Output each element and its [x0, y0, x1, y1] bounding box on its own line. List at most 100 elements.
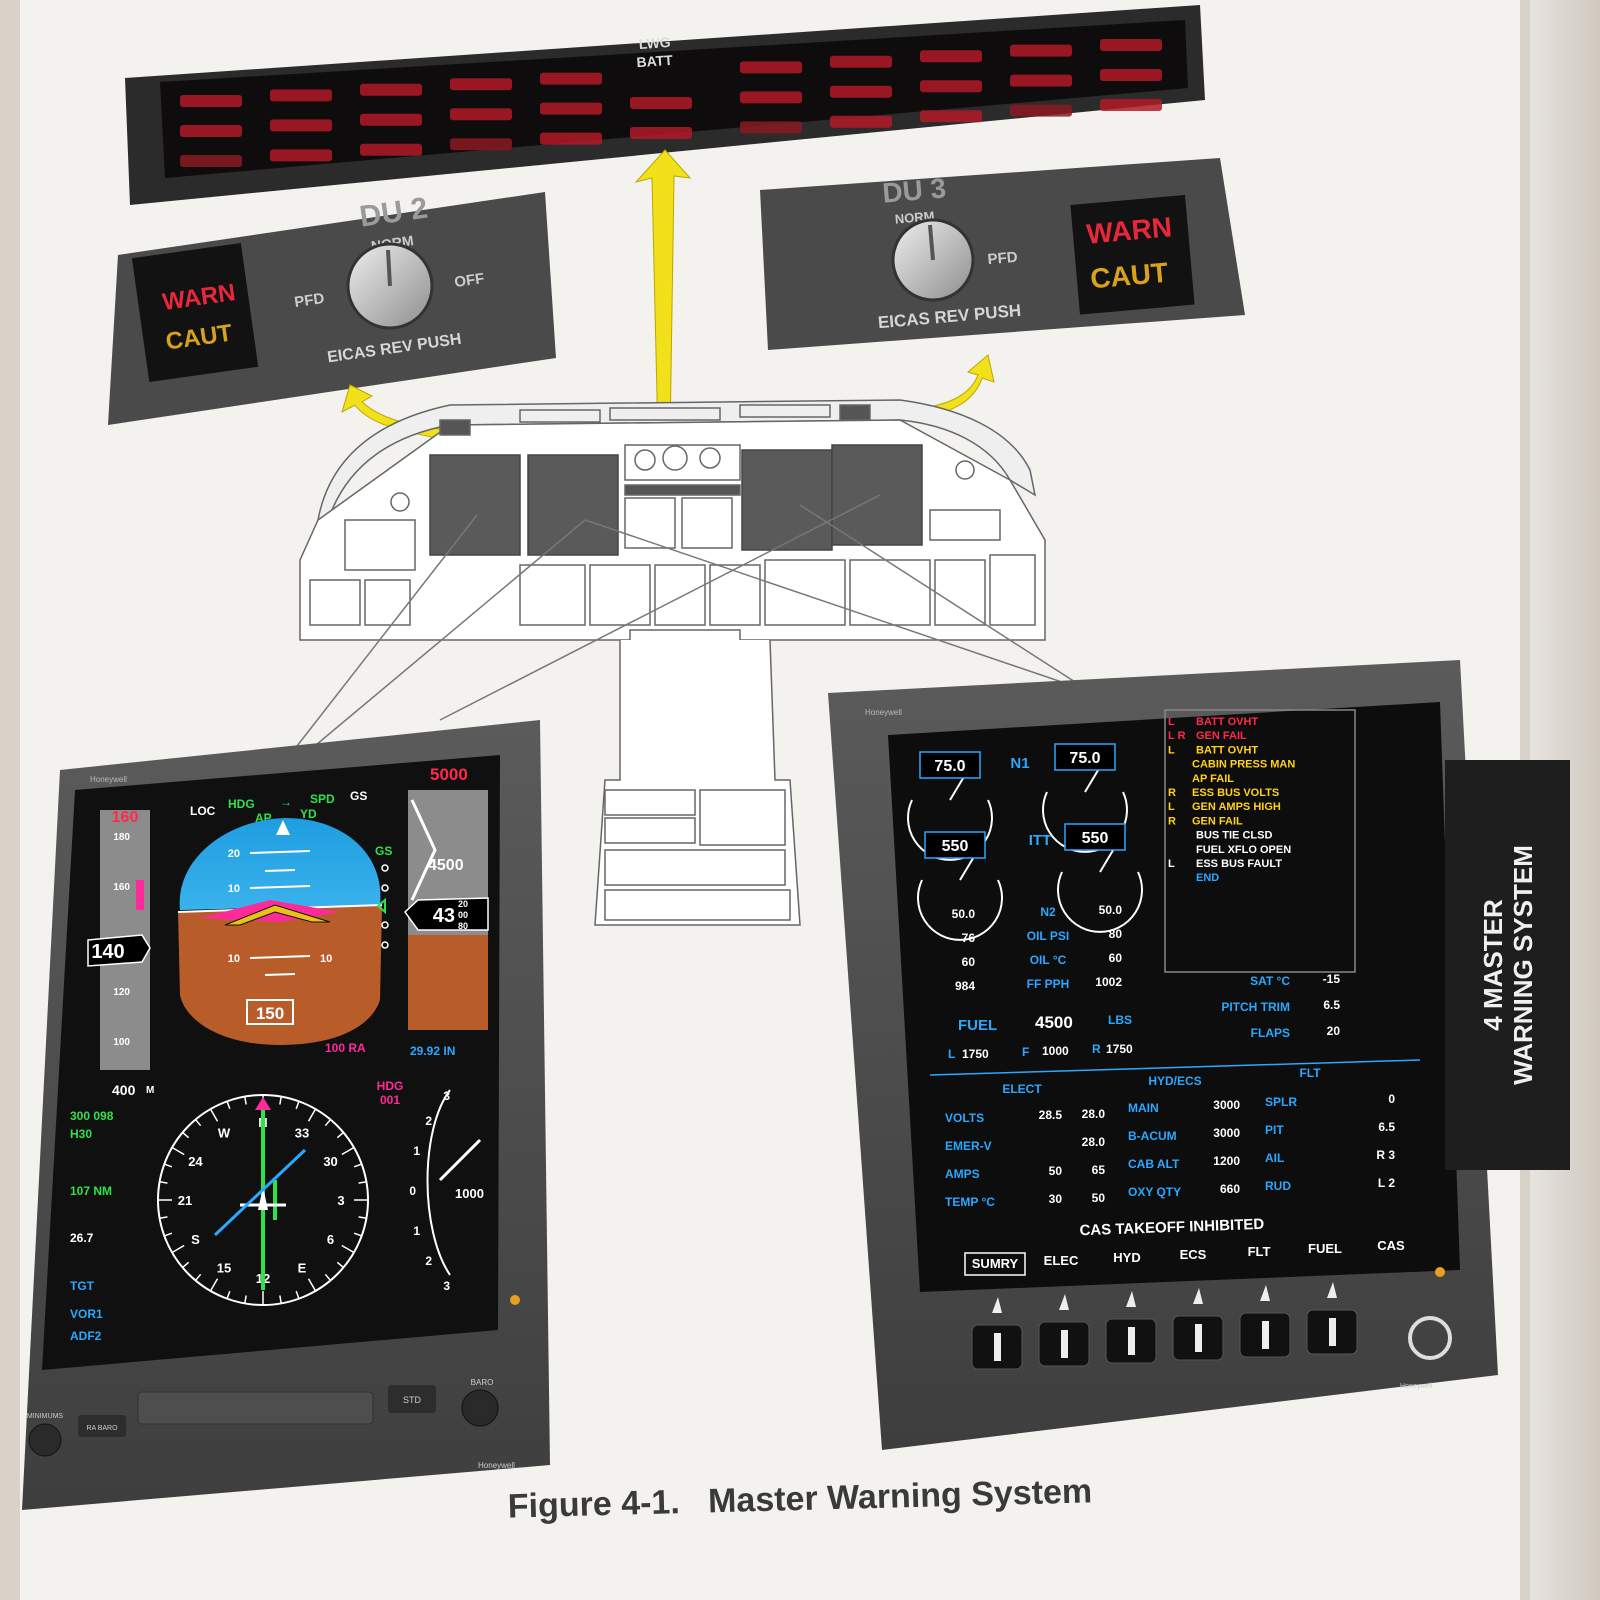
nav-data-item: ADF2: [70, 1329, 102, 1343]
hsi-tick: [182, 1261, 190, 1269]
chapter-title-line2: WARNING SYSTEM: [1507, 845, 1538, 1085]
flt-value: 0: [1388, 1092, 1395, 1106]
cas-message-text: CABIN PRESS MAN: [1192, 759, 1295, 771]
bezel-softkey-arrow: [1327, 1282, 1337, 1298]
hsi-heading-label: 33: [295, 1125, 309, 1140]
bezel-softkey-indicator: [1262, 1321, 1269, 1349]
eicas-tab-hyd[interactable]: HYD: [1113, 1250, 1140, 1265]
engine-row-right: 80: [1109, 927, 1123, 941]
hsi-tick: [336, 1261, 344, 1269]
mode-hdg: HDG: [228, 797, 255, 811]
std-button[interactable]: [388, 1385, 436, 1413]
flaps-value: 20: [1327, 1024, 1341, 1038]
airspeed-tick: 160: [113, 882, 130, 893]
itt-label: ITT: [1029, 832, 1052, 849]
eicas-brand: Honeywell: [865, 708, 902, 717]
cas-message-text: ESS BUS FAULT: [1196, 858, 1282, 870]
n1-label: N1: [1010, 755, 1029, 772]
nav-data-item: VOR1: [70, 1307, 103, 1321]
annunciator-light: [270, 89, 332, 102]
bezel-softkey-arrow: [1193, 1288, 1203, 1304]
cas-message-side: L: [1168, 858, 1175, 870]
arrow-up-icon: [634, 149, 692, 441]
engine-gauge-value: 75.0: [934, 758, 965, 775]
vs-selected: 1000: [455, 1186, 484, 1201]
eicas-tab-elec[interactable]: ELEC: [1044, 1253, 1079, 1268]
chapter-tab: [1445, 760, 1570, 1170]
hsi-heading-label: E: [298, 1261, 307, 1276]
annunciator-light: [740, 61, 802, 74]
attitude-indicator: 20 10 10 10 150 GS: [177, 818, 392, 1045]
fuel-f-label: F: [1022, 1045, 1029, 1059]
annunciator-light: [830, 115, 892, 128]
altitude-readout-box: [404, 897, 489, 931]
annunciator-light: [1100, 69, 1162, 81]
eicas-bezel-brand: Honeywell: [1400, 1383, 1433, 1390]
fuel-label: FUEL: [958, 1017, 997, 1034]
mode-spd: SPD: [310, 792, 335, 806]
annunciator-light: [920, 50, 982, 63]
fuel-unit: LBS: [1108, 1013, 1132, 1027]
sat-value: -15: [1323, 972, 1341, 986]
vs-scale-label: 2: [425, 1254, 432, 1268]
hyd-value: 1200: [1213, 1154, 1240, 1168]
chapter-tab-label: 4 MASTER WARNING SYSTEM: [1478, 845, 1538, 1085]
cas-message-text: GEN FAIL: [1196, 730, 1247, 742]
eicas-page-tabs: SUMRY ELEC HYD ECS FLT FUEL CAS: [964, 1238, 1405, 1276]
flt-value: L 2: [1378, 1176, 1395, 1190]
annunciator-light: [1100, 39, 1162, 51]
cas-message-side: L: [1168, 716, 1175, 728]
pitch-trim-label: PITCH TRIM: [1221, 1000, 1290, 1014]
engine-row-label: FF PPH: [1027, 977, 1070, 991]
eicas-tab-ecs[interactable]: ECS: [1180, 1247, 1207, 1262]
annunciator-light: [360, 113, 422, 126]
eicas-tab-fuel[interactable]: FUEL: [1308, 1241, 1342, 1256]
minimums-knob[interactable]: [28, 1423, 62, 1457]
baro-knob[interactable]: [461, 1389, 499, 1427]
pitch-20-up: 20: [228, 848, 240, 860]
elect-label: TEMP °C: [945, 1195, 995, 1209]
flaps-label: FLAPS: [1251, 1026, 1290, 1040]
eicas-tab-cas[interactable]: CAS: [1377, 1238, 1405, 1253]
eicas-bezel-knob[interactable]: [1408, 1316, 1452, 1360]
cas-message-side: L: [1168, 801, 1175, 813]
eicas-tab-sumry[interactable]: SUMRY: [972, 1256, 1019, 1271]
annunciator-light: [1010, 104, 1072, 117]
hsi-tick: [226, 1101, 231, 1110]
annunciator-light: [1010, 44, 1072, 57]
cas-message-side: R: [1168, 815, 1176, 827]
engine-gauge-readout-box: [919, 751, 981, 779]
annunciator-center-top: LWG: [638, 34, 671, 52]
elect-label: VOLTS: [945, 1111, 984, 1125]
hsi-tick: [341, 1244, 355, 1254]
annunciator-center-bottom: BATT: [636, 52, 674, 71]
hsi-tick: [244, 1096, 247, 1105]
hsi-heading-label: S: [191, 1232, 200, 1247]
hdg-value: 001: [380, 1093, 400, 1107]
nav-data-item: H30: [70, 1127, 92, 1141]
hsi-tick: [358, 1216, 367, 1219]
engine-row-right: 50.0: [1099, 903, 1123, 917]
baro-knob-label: BARO: [471, 1378, 494, 1387]
flt-header: FLT: [1299, 1066, 1321, 1080]
caut-light-right[interactable]: CAUT: [1089, 257, 1169, 295]
pfd-brand: Honeywell: [90, 775, 127, 784]
pfd-bezel-slot: [137, 1391, 374, 1425]
cas-message-text: BUS TIE CLSD: [1196, 830, 1272, 842]
vs-scale-label: 3: [443, 1279, 450, 1293]
hsi-tick: [244, 1295, 247, 1304]
ra-baro-button[interactable]: [78, 1415, 126, 1437]
cas-message-text: END: [1196, 872, 1219, 884]
annunciator-light: [740, 121, 802, 134]
right-switch-panel: WARN CAUT DU 3 NORM PFD EICAS REV PUSH: [760, 158, 1245, 350]
pitch-10-down: 10: [228, 953, 240, 965]
figure-number: Figure 4-1.: [507, 1483, 681, 1526]
hsi-tick: [295, 1101, 300, 1110]
warn-light-right[interactable]: WARN: [1085, 211, 1173, 249]
engine-row-label: N2: [1040, 905, 1056, 919]
eicas-tab-flt[interactable]: FLT: [1248, 1244, 1271, 1259]
